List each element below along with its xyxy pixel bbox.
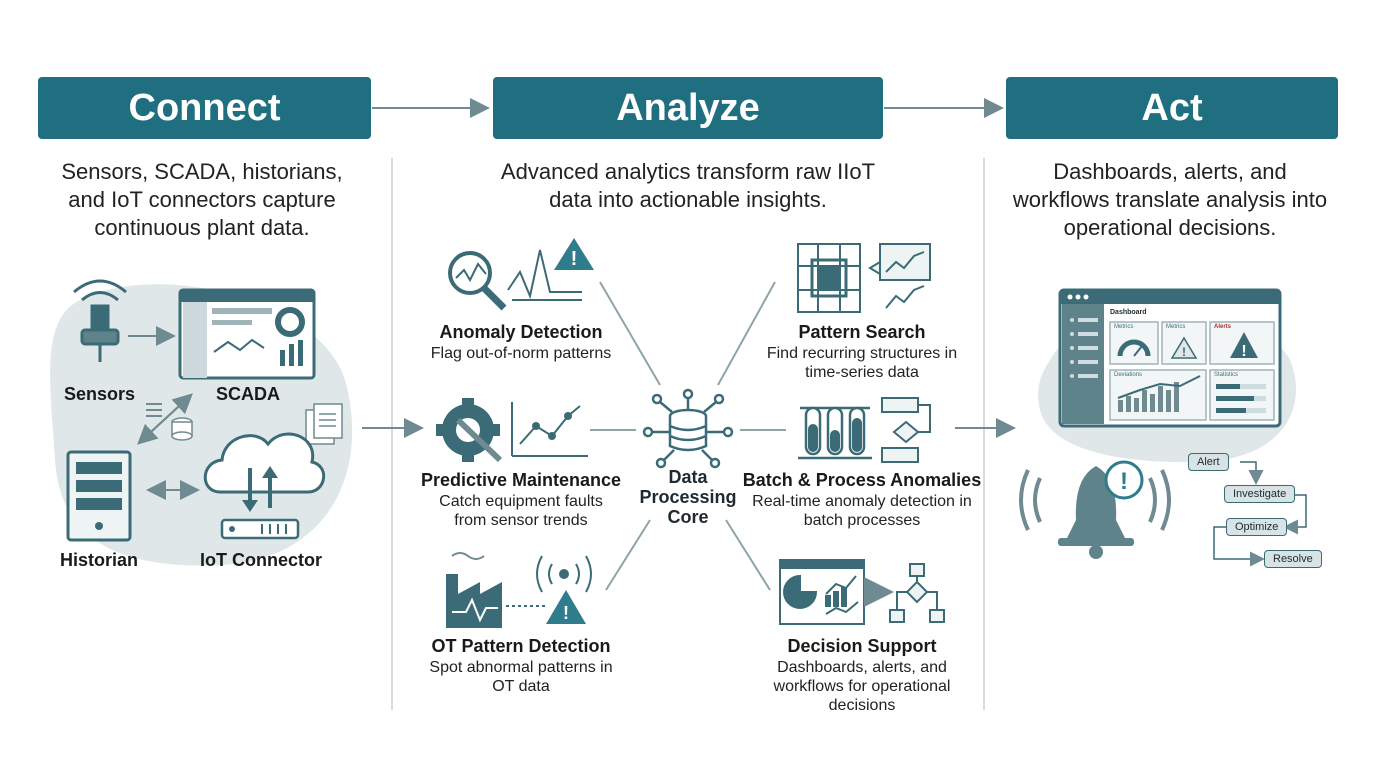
sub-ot-pattern-detection: Spot abnormal patterns in OT data — [429, 659, 613, 695]
test-tubes-icon — [798, 406, 872, 460]
stat-bars — [1216, 384, 1266, 413]
svg-text:!: ! — [1241, 343, 1246, 360]
sub-decision-support: Dashboards, alerts, and workflows for op… — [773, 659, 951, 714]
title-ot-pattern-detection: OT Pattern Detection — [431, 636, 611, 656]
workflow-connectors — [1213, 461, 1307, 567]
signal-icon — [536, 555, 592, 593]
dashboard-window: ! ! — [1058, 288, 1282, 428]
warning-icon-small — [1170, 336, 1198, 359]
bar-chart-icon — [1118, 382, 1179, 412]
header-connect: Connect — [38, 77, 371, 139]
trend-chart-icon — [511, 402, 588, 457]
core-spokes — [590, 281, 786, 591]
svg-text:!: ! — [563, 603, 569, 623]
header-analyze: Analyze — [493, 77, 883, 139]
svg-text:!: ! — [1182, 345, 1186, 359]
card-metrics-1: Metrics — [1114, 324, 1134, 330]
svg-text:!: ! — [571, 248, 578, 270]
title-anomaly-detection: Anomaly Detection — [439, 322, 603, 342]
connect-description: Sensors, SCADA, historians, and IoT conn… — [61, 159, 343, 240]
connector-device-icon — [220, 518, 300, 540]
label-historian: Historian — [60, 550, 139, 570]
flowchart-icon — [889, 563, 945, 623]
database-icon — [171, 417, 193, 441]
warning-icon-ot: ! — [546, 590, 586, 624]
magnifier-icon — [448, 249, 582, 311]
core-network-icon — [642, 388, 734, 469]
cloud-icon — [203, 432, 325, 512]
alert-warning-icon — [1230, 332, 1258, 358]
flow-optimize: Optimize — [1226, 518, 1288, 536]
sensor-icon — [73, 279, 127, 362]
document-icon — [305, 403, 343, 445]
title-pattern-search: Pattern Search — [798, 322, 926, 342]
card-metrics-2: Metrics — [1166, 324, 1186, 330]
core-label: Data Processing Core — [639, 467, 737, 527]
report-screen-icon — [779, 559, 865, 625]
card-deviations: Deviations — [1114, 372, 1143, 378]
act-description: Dashboards, alerts, and workflows transl… — [1012, 159, 1328, 240]
title-batch-process-anomalies: Batch & Process Anomalies — [742, 470, 982, 490]
sub-pattern-search: Find recurring structures in time-series… — [766, 345, 958, 381]
card-statistics: Statistics — [1214, 372, 1239, 378]
process-flow-icon — [881, 397, 931, 463]
grid-pattern-icon — [797, 243, 861, 313]
gauge-icon — [1117, 339, 1151, 357]
scada-icon — [178, 288, 316, 380]
label-iot-connector: IoT Connector — [200, 550, 322, 570]
header-act: Act — [1006, 77, 1338, 139]
flow-investigate: Investigate — [1224, 485, 1296, 503]
dashboard-title: Dashboard — [1110, 309, 1147, 316]
sub-predictive-maintenance: Catch equipment faults from sensor trend… — [439, 493, 603, 529]
card-alerts: Alerts — [1214, 324, 1232, 330]
label-sensors: Sensors — [64, 384, 136, 404]
flow-resolve: Resolve — [1264, 550, 1322, 568]
label-scada: SCADA — [216, 384, 281, 404]
flow-alert: Alert — [1188, 453, 1229, 471]
svg-text:!: ! — [1120, 468, 1128, 495]
warning-icon: ! — [554, 238, 594, 270]
server-icon — [66, 450, 132, 542]
title-decision-support: Decision Support — [787, 636, 937, 656]
gear-wrench-icon — [436, 398, 503, 463]
sub-batch-process-anomalies: Real-time anomaly detection in batch pro… — [752, 493, 972, 529]
factory-icon — [446, 552, 548, 628]
bell-icon — [1019, 466, 1171, 559]
sub-anomaly-detection: Flag out-of-norm patterns — [430, 345, 612, 362]
title-predictive-maintenance: Predictive Maintenance — [420, 470, 622, 490]
analyze-description: Advanced analytics transform raw IIoT da… — [500, 159, 876, 212]
line-chart-icon — [868, 243, 931, 309]
list-icon — [146, 403, 162, 417]
bell-alert-badge: ! — [1104, 460, 1144, 500]
